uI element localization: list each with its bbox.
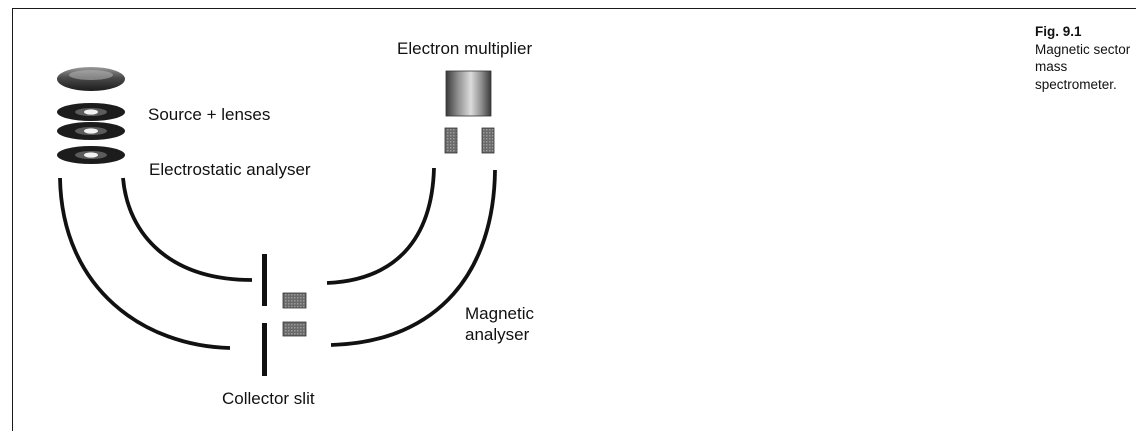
lens-disc: [57, 146, 125, 164]
magnetic-analyser-inner-plate: [326, 167, 436, 285]
lens-disc: [57, 122, 125, 140]
collector-block: [282, 321, 307, 337]
electron-multiplier: [445, 70, 492, 117]
figure-caption-text: Magnetic sector mass spectrometer.: [1035, 41, 1131, 92]
electrostatic-analyser-outer-plate: [58, 177, 231, 350]
collector-block: [282, 292, 307, 309]
figure-frame-top: [12, 8, 1136, 9]
label-source-lenses: Source + lenses: [148, 105, 271, 124]
label-magnetic-analyser-line1: Magnetic: [465, 304, 534, 323]
label-electron-multiplier: Electron multiplier: [397, 39, 533, 58]
figure-number: Fig. 9.1: [1035, 24, 1082, 39]
label-collector-slit: Collector slit: [222, 389, 315, 408]
detector-slit-block: [481, 127, 495, 154]
collector-slit-upper-plate: [262, 254, 267, 306]
detector-slit-block: [444, 127, 458, 154]
figure-frame-left: [12, 8, 13, 431]
lens-disc: [57, 103, 125, 121]
ion-source-disc: [57, 67, 125, 91]
magnetic-analyser-outer-plate: [330, 169, 497, 347]
collector-slit-lower-plate: [262, 323, 267, 376]
figure-caption: Fig. 9.1 Magnetic sector mass spectromet…: [1035, 23, 1133, 93]
label-electrostatic-analyser: Electrostatic analyser: [149, 160, 311, 179]
label-magnetic-analyser-line2: analyser: [465, 325, 530, 344]
electrostatic-analyser-inner-plate: [121, 177, 253, 282]
